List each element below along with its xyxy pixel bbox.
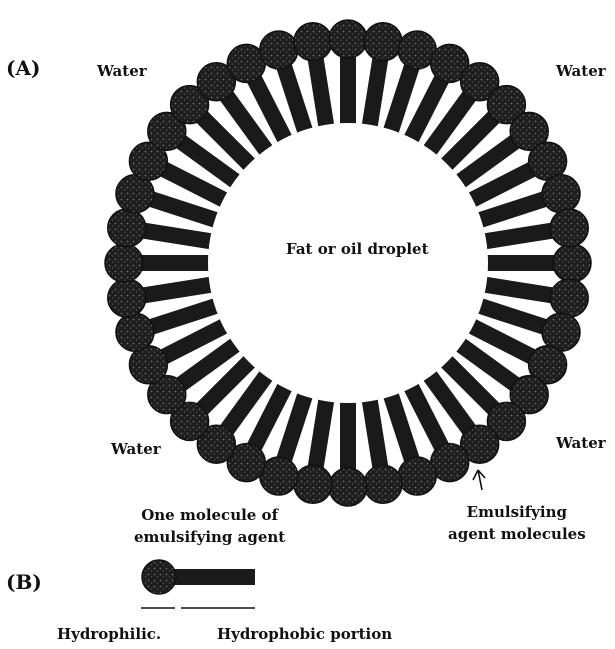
molecule-head xyxy=(364,23,402,61)
molecule-tail xyxy=(368,391,381,476)
molecule-head xyxy=(542,175,580,213)
molecule-head xyxy=(398,457,436,495)
molecule-tail xyxy=(135,283,220,296)
molecule-head xyxy=(550,279,588,317)
hydrophilic-label: Hydrophilic. xyxy=(57,624,161,646)
molecule-tail xyxy=(314,50,327,135)
molecule-tail xyxy=(476,229,561,242)
callout-one-molecule-line2: emulsifying agent xyxy=(134,527,285,549)
molecule-head xyxy=(294,465,332,503)
molecule-head xyxy=(550,209,588,247)
molecule-head xyxy=(142,560,176,594)
molecule-tail xyxy=(368,50,381,135)
callout-one-molecule: One molecule of emulsifying agent xyxy=(134,505,285,549)
single-molecule-diagram xyxy=(135,555,265,615)
molecule-head xyxy=(553,244,591,282)
molecule-head xyxy=(329,20,367,58)
molecule-head xyxy=(260,31,298,69)
molecule-head xyxy=(294,23,332,61)
emulsifier-molecule xyxy=(105,244,218,282)
emulsifier-molecule xyxy=(329,393,367,506)
molecule-head xyxy=(116,313,154,351)
droplet-label: Fat or oil droplet xyxy=(286,240,429,258)
panel-b-label: (B) xyxy=(6,570,42,594)
callout-agent-molecules-line2: agent molecules xyxy=(448,524,586,546)
molecule-tail xyxy=(476,283,561,296)
molecule-tail xyxy=(163,569,255,585)
molecule-head xyxy=(105,244,143,282)
callout-agent-molecules: Emulsifying agent molecules xyxy=(448,502,586,546)
molecule-head xyxy=(108,279,146,317)
fat-oil-droplet xyxy=(208,123,488,403)
molecule-tail xyxy=(314,391,327,476)
molecule-head xyxy=(329,468,367,506)
hydrophobic-label: Hydrophobic portion xyxy=(217,624,392,646)
molecule-tail xyxy=(135,229,220,242)
molecule-head xyxy=(108,209,146,247)
callout-one-molecule-line1: One molecule of xyxy=(134,505,285,527)
molecule-head xyxy=(364,465,402,503)
emulsifier-molecule xyxy=(329,20,367,133)
emulsifier-molecule xyxy=(478,244,591,282)
callout-arrow xyxy=(473,470,485,490)
callout-agent-molecules-line1: Emulsifying xyxy=(448,502,586,524)
